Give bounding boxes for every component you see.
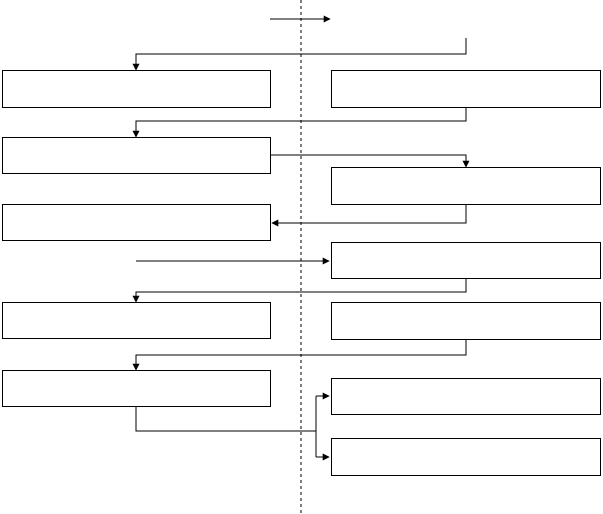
connector-left-5-split <box>135 407 316 432</box>
connector-right-4-to-left-5 <box>132 340 467 371</box>
connector-right-3-to-left-4 <box>132 279 467 303</box>
left-box-3 <box>2 204 271 241</box>
right-box-6 <box>331 438 601 476</box>
right-box-5 <box>331 378 601 415</box>
connector-right-1-to-left-2 <box>132 107 467 138</box>
left-box-4 <box>2 302 271 339</box>
right-box-1 <box>331 70 601 108</box>
right-box-4 <box>331 302 601 340</box>
left-box-2 <box>2 137 271 174</box>
left-box-1 <box>2 70 271 108</box>
connector-right-2-to-left-3 <box>271 205 467 227</box>
right-box-2 <box>331 167 601 205</box>
left-box-5 <box>2 370 271 407</box>
right-box-3 <box>331 242 601 279</box>
connector-left-2-to-right-2 <box>271 154 470 168</box>
connector-to-left-1 <box>132 38 467 71</box>
